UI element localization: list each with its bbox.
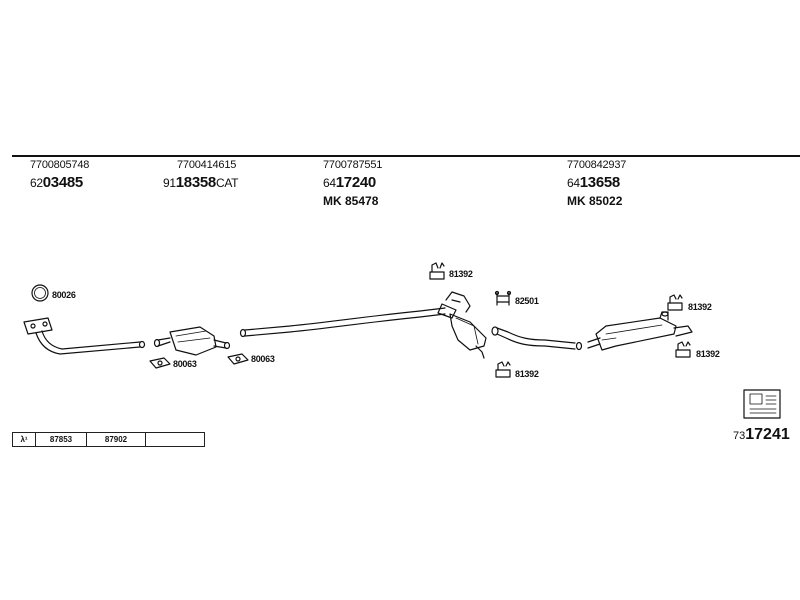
callout-hanger-bottom: 81392: [515, 369, 539, 379]
lambda-sensor-table: λ¹ 87853 87902: [12, 432, 205, 447]
hanger-rear-top-icon: [667, 294, 683, 311]
part-4-mk-code: MK 85022: [567, 194, 623, 208]
gasket-b-icon: [227, 353, 249, 365]
lambda-value-2: 87902: [87, 433, 146, 446]
middle-silencer-icon: [437, 291, 487, 359]
hanger-top-icon: [429, 262, 445, 280]
intermediate-pipe-icon: [239, 307, 446, 338]
part-2-suffix: CAT: [215, 176, 239, 190]
part-3-mk-code: MK 85478: [323, 194, 379, 208]
part-3-oe-number: 7700787551: [323, 159, 383, 171]
part-2-number: 9118358CAT: [163, 174, 238, 191]
part-4-prefix: 64: [567, 176, 580, 190]
callout-hanger-rear-bottom: 81392: [696, 349, 720, 359]
callout-gasket-b: 80063: [251, 354, 275, 364]
hanger-bottom-icon: [495, 361, 511, 378]
rear-silencer-icon: [587, 311, 693, 351]
part-2-oe-number: 7700414615: [177, 159, 237, 171]
document-prefix: 73: [733, 430, 746, 442]
lambda-value-3: [146, 433, 204, 446]
callout-gasket-ring: 80026: [52, 290, 76, 300]
callout-clamp: 82501: [515, 296, 539, 306]
rear-pipe-icon: [491, 326, 583, 351]
callout-hanger-rear-top: 81392: [688, 302, 712, 312]
part-4-oe-number: 7700842937: [567, 159, 627, 171]
gasket-ring-icon: [31, 284, 49, 302]
part-3-main: 17240: [335, 174, 377, 191]
part-3-prefix: 64: [323, 176, 336, 190]
hanger-rear-bottom-icon: [675, 341, 691, 358]
lambda-value-1: 87853: [36, 433, 87, 446]
callout-hanger-top: 81392: [449, 269, 473, 279]
part-1-oe-number: 7700805748: [30, 159, 90, 171]
clamp-icon: [494, 290, 512, 306]
part-1-main: 03485: [42, 174, 84, 191]
callout-gasket-a: 80063: [173, 359, 197, 369]
part-1-number: 6203485: [30, 174, 83, 191]
front-pipe-icon: [23, 317, 146, 355]
header-rule: [12, 155, 800, 157]
part-4-main: 13658: [579, 174, 621, 191]
part-2-prefix: 91: [163, 176, 176, 190]
part-4-number: 6413658: [567, 174, 620, 191]
lambda-symbol: λ¹: [13, 433, 36, 446]
catalytic-converter-icon: [153, 326, 231, 356]
document-icon: [743, 389, 781, 419]
document-main: 17241: [745, 426, 790, 443]
part-3-number: 6417240: [323, 174, 376, 191]
document-number: 7317241: [733, 426, 790, 444]
part-1-prefix: 62: [30, 176, 43, 190]
gasket-a-icon: [149, 357, 171, 369]
part-2-main: 18358: [175, 174, 217, 191]
